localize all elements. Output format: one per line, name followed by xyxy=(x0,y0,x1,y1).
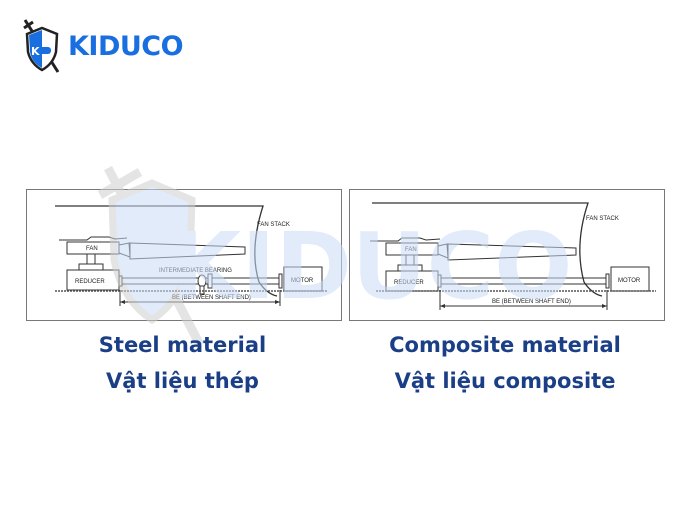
brand-logo: K KIDUCO xyxy=(22,18,184,74)
brand-name: KIDUCO xyxy=(68,30,184,62)
svg-text:K: K xyxy=(31,45,40,58)
reducer-label: REDUCER xyxy=(75,279,105,285)
fan-stack-label: FAN STACK xyxy=(257,222,290,228)
shield-sword-icon: K xyxy=(23,19,60,73)
composite-caption-en: Composite material xyxy=(389,333,621,357)
composite-caption: Composite material Vật liệu composite xyxy=(345,327,665,399)
fan-label: FAN xyxy=(405,247,417,253)
steel-caption-en: Steel material xyxy=(98,333,267,357)
motor-label: MOTOR xyxy=(618,278,641,284)
be-dimension-label: BE (BETWEEN SHAFT END) xyxy=(492,299,571,305)
composite-shaft-diagram: FAN STACK FAN REDUCER MOTOR BE (BETWEEN … xyxy=(349,189,665,321)
intermediate-bearing-label: INTERMEDIATE BEARING xyxy=(159,268,232,274)
reducer-label: REDUCER xyxy=(394,280,424,286)
steel-caption: Steel material Vật liệu thép xyxy=(40,327,325,399)
fan-label: FAN xyxy=(86,246,98,252)
steel-caption-vi: Vật liệu thép xyxy=(106,369,259,393)
be-dimension-label: BE (BETWEEN SHAFT END) xyxy=(172,295,251,301)
composite-caption-vi: Vật liệu composite xyxy=(394,369,616,393)
motor-label: MOTOR xyxy=(291,278,314,284)
fan-stack-label: FAN STACK xyxy=(586,216,619,222)
steel-shaft-diagram: FAN STACK FAN REDUCER INTERMEDIATE BEARI… xyxy=(26,189,342,321)
